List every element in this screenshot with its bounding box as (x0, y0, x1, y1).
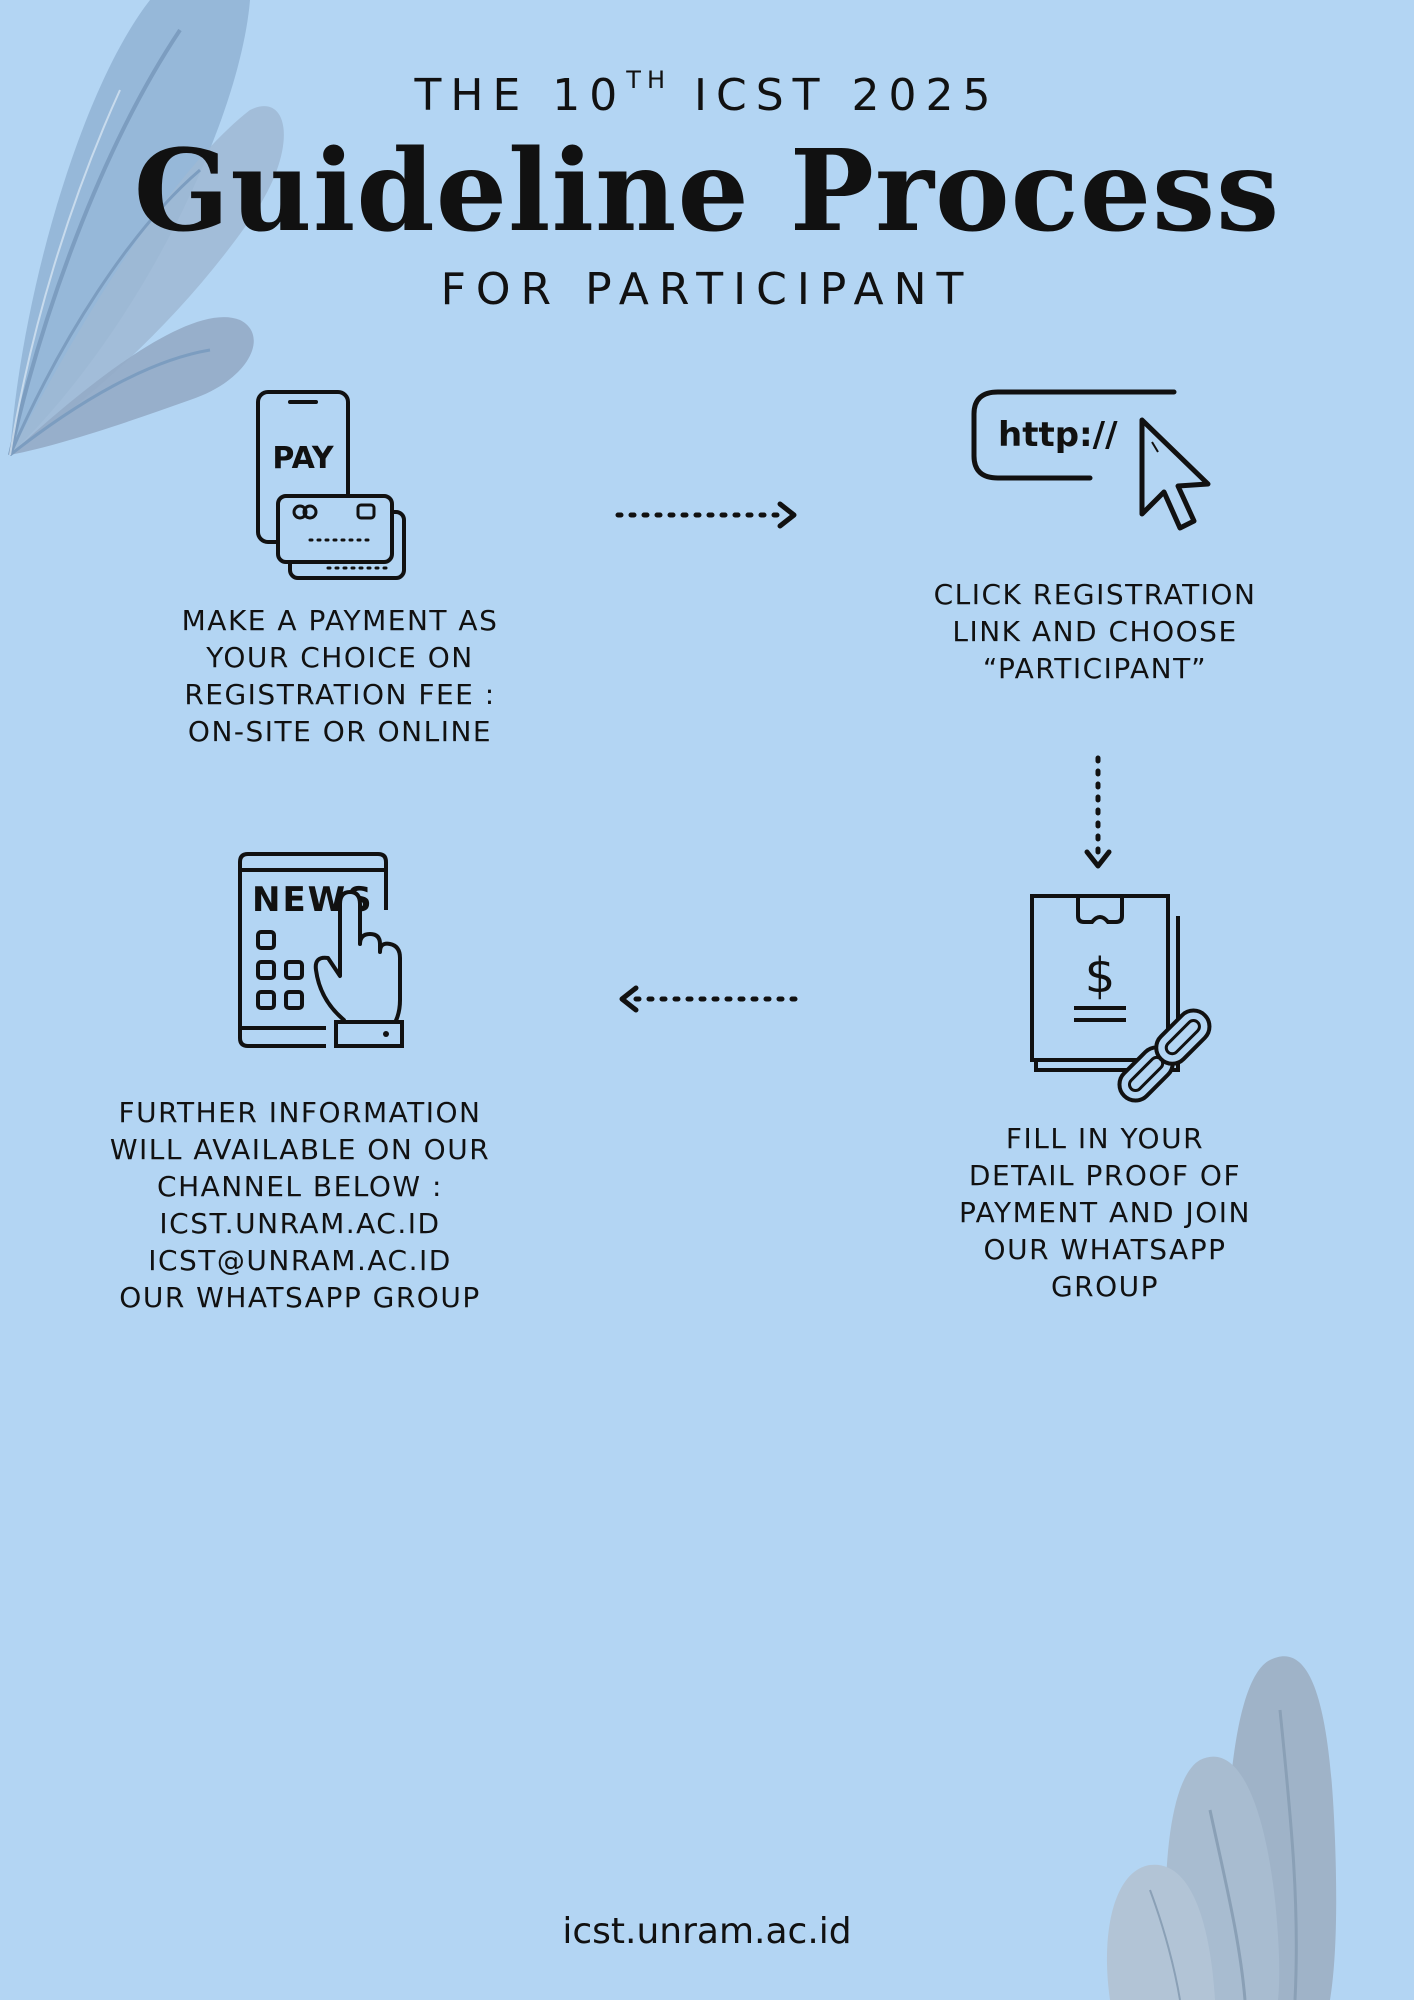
news-tablet-icon: NEWS (238, 852, 404, 1048)
step-3-description: FILL IN YOUR DETAIL PROOF OF PAYMENT AND… (958, 1122, 1252, 1303)
email-link[interactable]: ICST@UNRAM.AC.ID (148, 1244, 452, 1277)
pay-phone-card-icon: PAY (256, 390, 406, 580)
leaf-decoration-bottom-right (1106, 1656, 1337, 2000)
step-1-description: MAKE A PAYMENT AS YOUR CHOICE ON REGISTR… (181, 604, 499, 748)
event-edition-heading: THE 10TH ICST 2025 (414, 66, 1000, 121)
pay-label: PAY (272, 441, 335, 476)
arrow-left-icon (619, 985, 801, 1013)
http-label: http:// (998, 415, 1118, 455)
dollar-sign: $ (1085, 948, 1116, 1004)
arrow-right-icon (615, 501, 797, 529)
page-subtitle: FOR PARTICIPANT (440, 264, 974, 315)
arrow-down-icon (1084, 755, 1112, 869)
receipt-link-icon: $ (1030, 894, 1212, 1103)
step-2-description: CLICK REGISTRATION LINK AND CHOOSE “PART… (933, 578, 1257, 685)
website-link[interactable]: ICST.UNRAM.AC.ID (159, 1207, 441, 1240)
http-cursor-icon: http:// (971, 389, 1211, 531)
footer-url[interactable]: icst.unram.ac.id (562, 1911, 852, 1952)
step-4-description: FURTHER INFORMATION WILL AVAILABLE ON OU… (60, 1094, 540, 1316)
page-title: Guideline Process (133, 126, 1281, 257)
leaf-decoration-top-left (8, 0, 284, 457)
